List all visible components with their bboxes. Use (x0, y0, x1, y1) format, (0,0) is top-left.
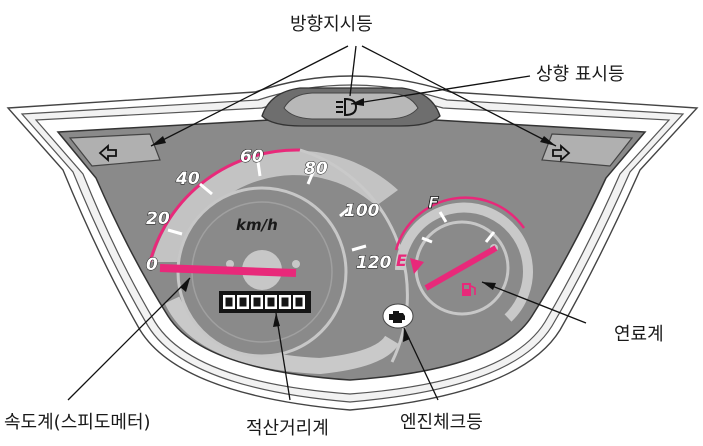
callout-fuel-gauge: 연료계 (614, 324, 664, 345)
callout-arrowheads (151, 98, 556, 342)
svg-text:0: 0 (229, 292, 239, 311)
speed-tick-80: 80 (304, 159, 328, 179)
callout-turn-signal: 방향지시등 (290, 14, 373, 35)
headlight-icon (336, 97, 358, 117)
svg-text:0: 0 (285, 292, 295, 311)
callout-engine-check: 엔진체크등 (400, 412, 483, 433)
speed-tick-120: 120 (356, 253, 392, 273)
callout-lines (67, 45, 587, 401)
callout-odometer: 적산거리계 (246, 418, 329, 439)
speedometer-lower-band (164, 296, 399, 375)
speed-tick-100: 100 (344, 201, 380, 221)
fuel-full-label: F (428, 193, 439, 212)
speedometer-scale-band (152, 150, 398, 262)
right-arrow-icon (552, 144, 571, 162)
fuel-gauge-needle (424, 245, 498, 291)
fuel-pump-icon (462, 283, 476, 296)
svg-text:0: 0 (299, 292, 309, 311)
speed-tick-60: 60 (240, 147, 264, 167)
fuel-gauge-pink-arc (394, 196, 526, 251)
fuel-empty-label: E (396, 251, 407, 270)
speedometer-hub-dot-left (226, 260, 234, 268)
fuel-gauge-band (395, 202, 533, 322)
callout-high-beam: 상향 표시등 (536, 64, 625, 85)
svg-text:0: 0 (243, 292, 253, 311)
callout-speedometer: 속도계(스피도메터) (4, 412, 151, 433)
speedometer-tick-marks (167, 161, 367, 252)
speed-tick-0: 0 (146, 255, 158, 275)
speedometer-needle (159, 264, 297, 277)
left-arrow-icon (98, 144, 117, 162)
engine-icon (389, 311, 405, 323)
fuel-empty-marker (410, 258, 424, 274)
speedometer-pink-arc (148, 148, 301, 263)
speedometer-hub-dot-right (292, 260, 300, 268)
speed-tick-20: 20 (146, 209, 170, 229)
odometer-digits (223, 295, 305, 309)
speed-unit: km/h (236, 216, 278, 234)
svg-text:0: 0 (257, 292, 267, 311)
high-beam-window (283, 92, 419, 120)
speed-tick-40: 40 (175, 169, 200, 189)
svg-text:0: 0 (271, 292, 281, 311)
fuel-gauge-ticks (421, 211, 496, 244)
